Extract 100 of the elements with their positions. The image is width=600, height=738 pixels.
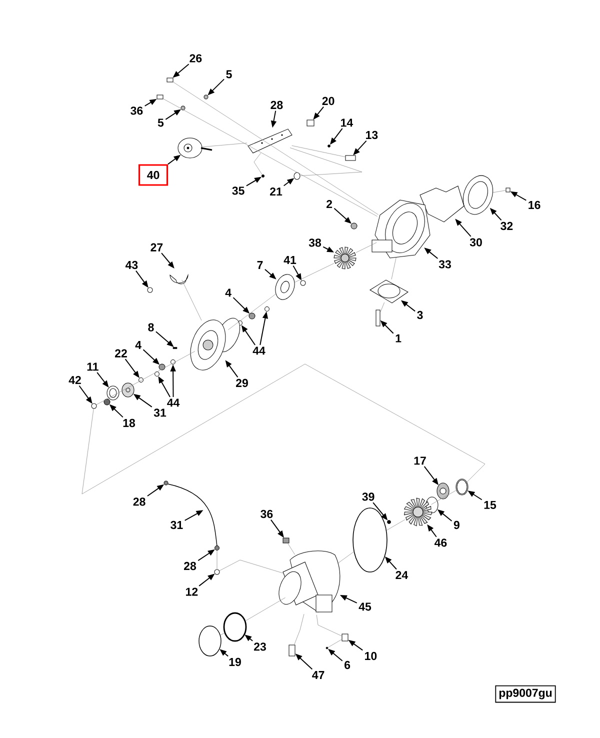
callout-number: 28 bbox=[184, 562, 196, 570]
callout-number: 21 bbox=[270, 187, 282, 196]
exploded-view-line bbox=[316, 614, 342, 636]
callout-number: 39 bbox=[362, 492, 374, 501]
half-ring-drawing bbox=[170, 274, 188, 284]
heat-shield-drawing bbox=[462, 175, 494, 215]
fitting-drawing bbox=[345, 155, 356, 161]
washer-drawing bbox=[204, 94, 208, 100]
callout-number: 35 bbox=[232, 186, 244, 195]
callout-number: 45 bbox=[358, 602, 372, 611]
callout-number: 32 bbox=[500, 222, 513, 230]
callout-number: 20 bbox=[322, 96, 334, 106]
callout-number: 44 bbox=[167, 398, 180, 407]
callout-number: 33 bbox=[438, 260, 451, 268]
exploded-view-line bbox=[254, 152, 262, 175]
washer-drawing bbox=[180, 106, 186, 110]
callout-number: 47 bbox=[312, 671, 324, 679]
exploded-view-line bbox=[216, 550, 218, 570]
callout-number: 4 bbox=[225, 288, 232, 297]
turbine-housing-drawing bbox=[372, 200, 430, 258]
hose-drawing bbox=[168, 484, 218, 546]
fitting-drawing bbox=[214, 546, 220, 550]
exploded-view-line bbox=[245, 597, 286, 622]
bolt-drawing bbox=[506, 188, 510, 192]
callout-number: 44 bbox=[252, 346, 266, 355]
drawing-number-box: pp9007gu bbox=[495, 685, 556, 703]
exploded-view-line bbox=[294, 263, 334, 283]
callout-number: 15 bbox=[484, 501, 496, 510]
callout-number: 14 bbox=[341, 118, 354, 127]
callout-number: 9 bbox=[454, 520, 460, 530]
o-ring-drawing bbox=[264, 306, 270, 312]
callout-number: 5 bbox=[158, 118, 164, 127]
ring-drawing bbox=[198, 626, 222, 656]
exploded-view-line bbox=[337, 551, 354, 564]
callout-number: 22 bbox=[115, 349, 127, 358]
o-ring-drawing bbox=[170, 360, 176, 364]
callout-number: 40 bbox=[138, 164, 168, 186]
compressor-wheel-drawing bbox=[404, 498, 432, 526]
callout-number: 28 bbox=[133, 498, 146, 506]
clip-drawing bbox=[261, 174, 265, 178]
callout-number: 36 bbox=[130, 106, 143, 115]
callout-number: 36 bbox=[260, 510, 273, 518]
exploded-view-line bbox=[219, 560, 284, 574]
nut-drawing bbox=[91, 403, 97, 409]
exploded-view-line bbox=[288, 543, 296, 555]
bolt-drawing bbox=[166, 78, 174, 82]
clamp-drawing bbox=[352, 508, 388, 572]
o-ring-drawing bbox=[138, 378, 144, 382]
ring-drawing bbox=[223, 612, 247, 642]
nut-drawing bbox=[350, 222, 358, 230]
callout-number: 1 bbox=[396, 334, 402, 342]
callout-number: 43 bbox=[125, 260, 138, 270]
callout-number: 30 bbox=[470, 238, 482, 246]
gasket-drawing bbox=[370, 280, 408, 304]
ring-drawing bbox=[106, 386, 120, 400]
thrust-collar-drawing bbox=[122, 382, 134, 398]
callout-number: 2 bbox=[326, 200, 332, 208]
seal-ring-drawing bbox=[300, 280, 306, 286]
callout-number: 42 bbox=[68, 376, 81, 384]
ring-drawing bbox=[426, 496, 438, 514]
heat-shield-drawing bbox=[420, 186, 464, 222]
exploded-view-line bbox=[173, 82, 378, 215]
callout-number: 41 bbox=[284, 256, 296, 264]
callout-number: 11 bbox=[87, 362, 98, 371]
plug-drawing bbox=[282, 538, 290, 544]
callout-number: 7 bbox=[257, 261, 263, 269]
exploded-view-line bbox=[356, 242, 377, 253]
screw-drawing bbox=[147, 287, 153, 293]
exploded-view-line bbox=[82, 364, 486, 494]
callout-number: 28 bbox=[270, 100, 283, 110]
washer-drawing bbox=[248, 312, 256, 320]
callout-number: 16 bbox=[528, 200, 540, 210]
exploded-view-line bbox=[391, 257, 396, 280]
callout-number: 24 bbox=[396, 571, 408, 580]
callout-number: 38 bbox=[308, 238, 322, 247]
exploded-view-line bbox=[380, 302, 385, 313]
spacer-drawing bbox=[306, 120, 314, 126]
exploded-view-line bbox=[290, 148, 362, 176]
nut-drawing bbox=[104, 398, 110, 406]
plate-drawing bbox=[275, 274, 295, 300]
exploded-view-line bbox=[328, 639, 342, 648]
exploded-view-line bbox=[292, 145, 346, 158]
callout-number: 13 bbox=[366, 130, 378, 140]
exploded-view-line bbox=[96, 351, 196, 405]
exploded-view-line bbox=[182, 280, 202, 321]
bracket-drawing bbox=[342, 634, 348, 642]
sensor-drawing bbox=[288, 644, 296, 656]
callout-number: 27 bbox=[150, 243, 163, 252]
callout-number: 8 bbox=[148, 323, 154, 332]
actuator-drawing bbox=[178, 138, 212, 158]
ring-drawing bbox=[456, 478, 468, 496]
clip-drawing bbox=[328, 144, 330, 148]
bearing-drawing bbox=[436, 482, 450, 500]
exploded-view-line bbox=[386, 520, 406, 531]
o-ring-drawing bbox=[154, 372, 160, 376]
callout-number: 17 bbox=[414, 456, 426, 465]
exploded-view-line bbox=[228, 294, 276, 330]
fitting-drawing bbox=[164, 480, 168, 486]
pin-drawing bbox=[376, 310, 380, 326]
exploded-view-line bbox=[220, 632, 225, 636]
